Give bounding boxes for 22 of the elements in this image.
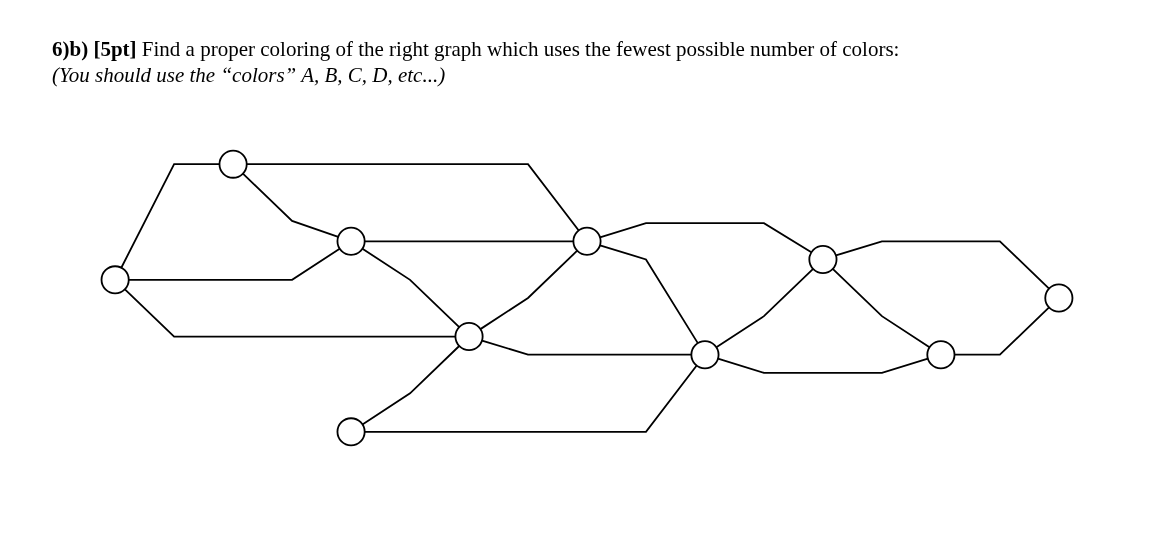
node-circle (1044, 283, 1074, 313)
node-circle (926, 340, 956, 370)
connector (717, 357, 929, 374)
node-circle (808, 244, 838, 274)
connector (835, 240, 1050, 290)
connector (361, 247, 461, 329)
node-circle (336, 226, 366, 256)
connector (715, 267, 815, 349)
connector (599, 222, 813, 254)
connector (361, 345, 461, 426)
question-heading: 6)b) [5pt] Find a proper coloring of the right graph which uses the fewest possible number of colors: (52, 36, 901, 62)
connector (242, 172, 340, 238)
node-circle (454, 322, 484, 352)
connector (599, 244, 699, 345)
node-circle (336, 417, 366, 447)
node-circle (572, 226, 602, 256)
instruction-note: (You should use the “colors” A, B, C, D, etc...) (52, 62, 447, 88)
node-circle (690, 340, 720, 370)
node-circle (218, 149, 248, 179)
node-circle (100, 265, 130, 295)
connector (831, 267, 931, 349)
connector (479, 249, 579, 331)
